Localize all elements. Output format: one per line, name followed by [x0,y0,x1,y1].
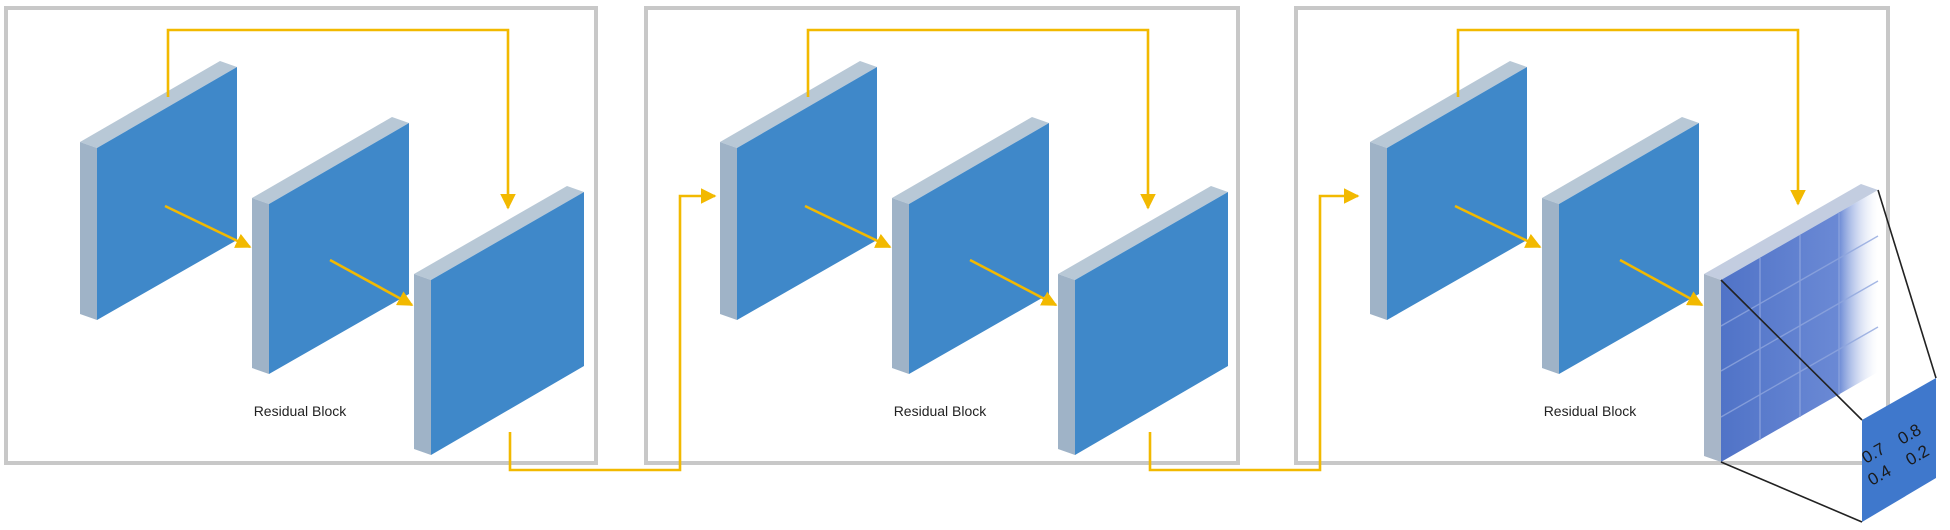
block-connector-arrow [1148,188,1360,472]
skip-connection-arrow [806,28,1156,210]
layer-slab [252,117,409,374]
layer-slab [1542,117,1699,374]
layer-slab [80,61,237,320]
output-grid-layer [1704,184,1879,462]
flow-arrow [1454,204,1542,249]
flow-arrow [969,258,1058,307]
skip-connection-arrow [166,28,516,210]
layer-slab [1058,186,1228,455]
layer-slab [1370,61,1527,320]
zoom-line [1877,189,1937,379]
output-grid-lines [1720,213,1879,440]
layer-slab [414,186,584,455]
flow-arrow [329,258,414,307]
flow-arrow [164,204,252,249]
layer-slab [720,61,877,320]
residual-block-label: Residual Block [1544,403,1638,419]
zoom-line [1720,279,1863,421]
residual-block-label: Residual Block [894,403,988,419]
residual-block-label: Residual Block [254,403,348,419]
skip-connection-arrow [1456,28,1806,206]
flow-arrow [804,204,892,249]
layer-slab [892,117,1049,374]
zoom-line [1720,461,1863,523]
zoom-patch [1862,378,1936,522]
residual-block-frame-1 [4,6,598,465]
residual-block-frame-3 [1294,6,1890,465]
flow-arrow [1619,258,1704,307]
residual-block-frame-2 [644,6,1240,465]
block-connector-arrow [508,188,717,472]
